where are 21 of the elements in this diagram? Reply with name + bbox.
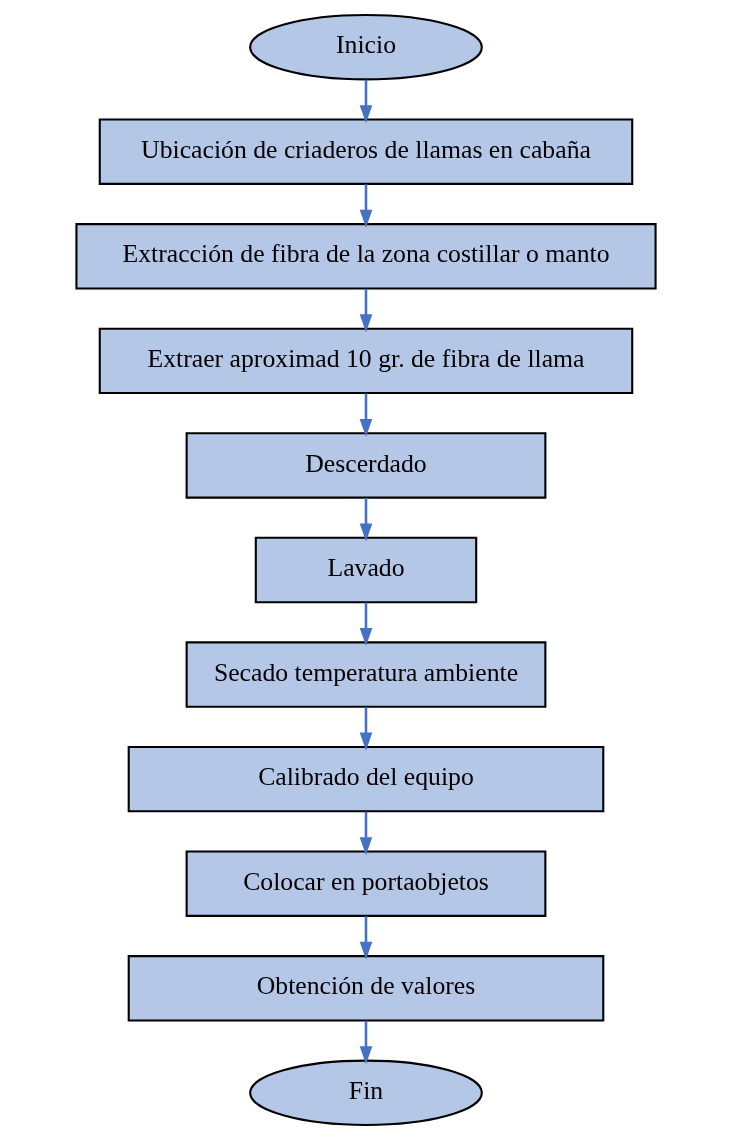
node-box: Obtención de valores: [127, 955, 604, 1022]
node-box: Extraer aproximad 10 gr. de fibra de llama: [98, 327, 633, 395]
node-box: Extracción de fibra de la zona costillar o manto: [74, 223, 657, 290]
node-box: Calibrado del equipo: [127, 745, 604, 813]
arrow: [359, 288, 372, 333]
arrow: [359, 1020, 372, 1065]
arrow: [359, 184, 372, 228]
arrow: [359, 916, 372, 960]
node-ellipse: Fin: [248, 1059, 483, 1127]
arrow: [359, 602, 372, 647]
node-box: Colocar en portaobjetos: [185, 850, 546, 917]
node-box: Ubicación de criaderos de llamas en cabaña: [98, 118, 633, 185]
arrow: [359, 393, 372, 437]
arrow: [359, 498, 372, 542]
arrow: [359, 811, 372, 856]
arrow: [359, 707, 372, 751]
arrow: [359, 79, 372, 124]
node-box: Secado temperatura ambiente: [185, 641, 546, 708]
node-ellipse: Inicio: [248, 13, 483, 81]
node-box: Descerdado: [185, 432, 546, 499]
node-box: Lavado: [254, 536, 477, 604]
